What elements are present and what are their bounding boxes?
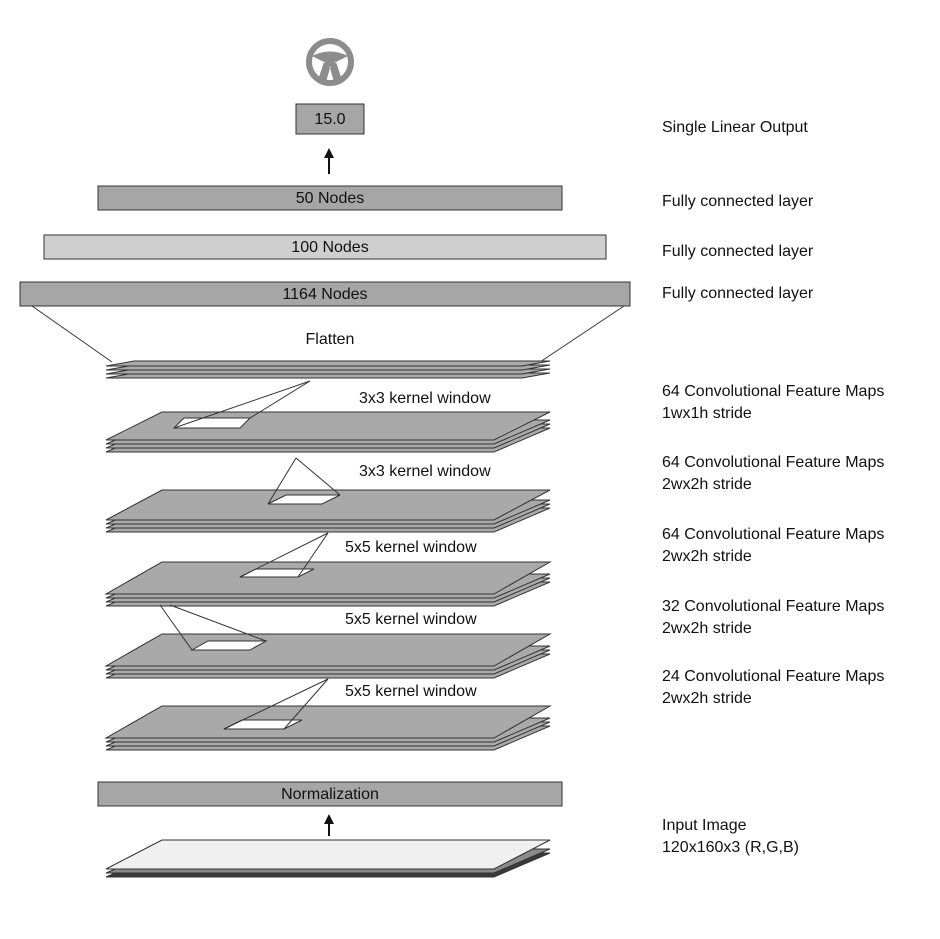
side-label-input-line1: Input Image xyxy=(662,817,747,834)
kernel-window-3: 5x5 kernel window xyxy=(345,539,477,556)
side-label-fc3: Fully connected layer xyxy=(662,285,814,302)
flatten-stack xyxy=(105,360,551,379)
input-image-stack xyxy=(105,839,551,878)
kernel-window-2: 3x3 kernel window xyxy=(359,463,491,480)
side-label-fc2: Fully connected layer xyxy=(662,243,814,260)
side-label-conv64a-line1: 64 Convolutional Feature Maps xyxy=(662,383,884,400)
conv-stack-64c xyxy=(104,532,552,607)
side-label-conv64c-line1: 64 Convolutional Feature Maps xyxy=(662,526,884,543)
side-label-input-line2: 120x160x3 (R,G,B) xyxy=(662,839,799,856)
fc1164-label: 1164 Nodes xyxy=(282,286,367,303)
arrow-up-icon xyxy=(324,814,334,836)
output-box: 15.0 xyxy=(295,103,365,135)
output-value: 15.0 xyxy=(314,111,345,128)
kernel-window-4: 5x5 kernel window xyxy=(345,611,477,628)
fc-layer-100: 100 Nodes xyxy=(43,234,607,260)
conv-stack-24 xyxy=(104,678,552,751)
side-label-fc1: Fully connected layer xyxy=(662,193,814,210)
conv-stack-64a xyxy=(105,380,551,453)
side-label-conv64b-line2: 2wx2h stride xyxy=(662,476,752,493)
fc50-label: 50 Nodes xyxy=(296,190,365,207)
arrow-up-icon xyxy=(324,148,334,174)
conv-stack-32 xyxy=(104,604,552,679)
conv-stack-64b xyxy=(105,457,551,533)
flatten-line-right xyxy=(539,305,625,363)
side-label-conv32-line1: 32 Convolutional Feature Maps xyxy=(662,598,884,615)
flatten-label: Flatten xyxy=(306,331,355,348)
side-label-conv64a-line2: 1wx1h stride xyxy=(662,405,752,422)
kernel-window-1: 3x3 kernel window xyxy=(359,390,491,407)
fc100-label: 100 Nodes xyxy=(291,239,368,256)
side-label-conv32-line2: 2wx2h stride xyxy=(662,620,752,637)
side-label-conv24-line2: 2wx2h stride xyxy=(662,690,752,707)
side-label-conv64b-line1: 64 Convolutional Feature Maps xyxy=(662,454,884,471)
fc-layer-50: 50 Nodes xyxy=(97,185,563,211)
side-label-conv64c-line2: 2wx2h stride xyxy=(662,548,752,565)
steering-wheel-icon xyxy=(306,38,354,86)
side-label-conv24-line1: 24 Convolutional Feature Maps xyxy=(662,668,884,685)
fc-layer-1164: 1164 Nodes xyxy=(19,281,631,307)
kernel-window-5: 5x5 kernel window xyxy=(345,683,477,700)
normalization-layer: Normalization xyxy=(97,781,563,807)
side-label-output: Single Linear Output xyxy=(662,119,808,136)
flatten-line-left xyxy=(31,305,113,363)
normalization-label: Normalization xyxy=(281,786,379,803)
